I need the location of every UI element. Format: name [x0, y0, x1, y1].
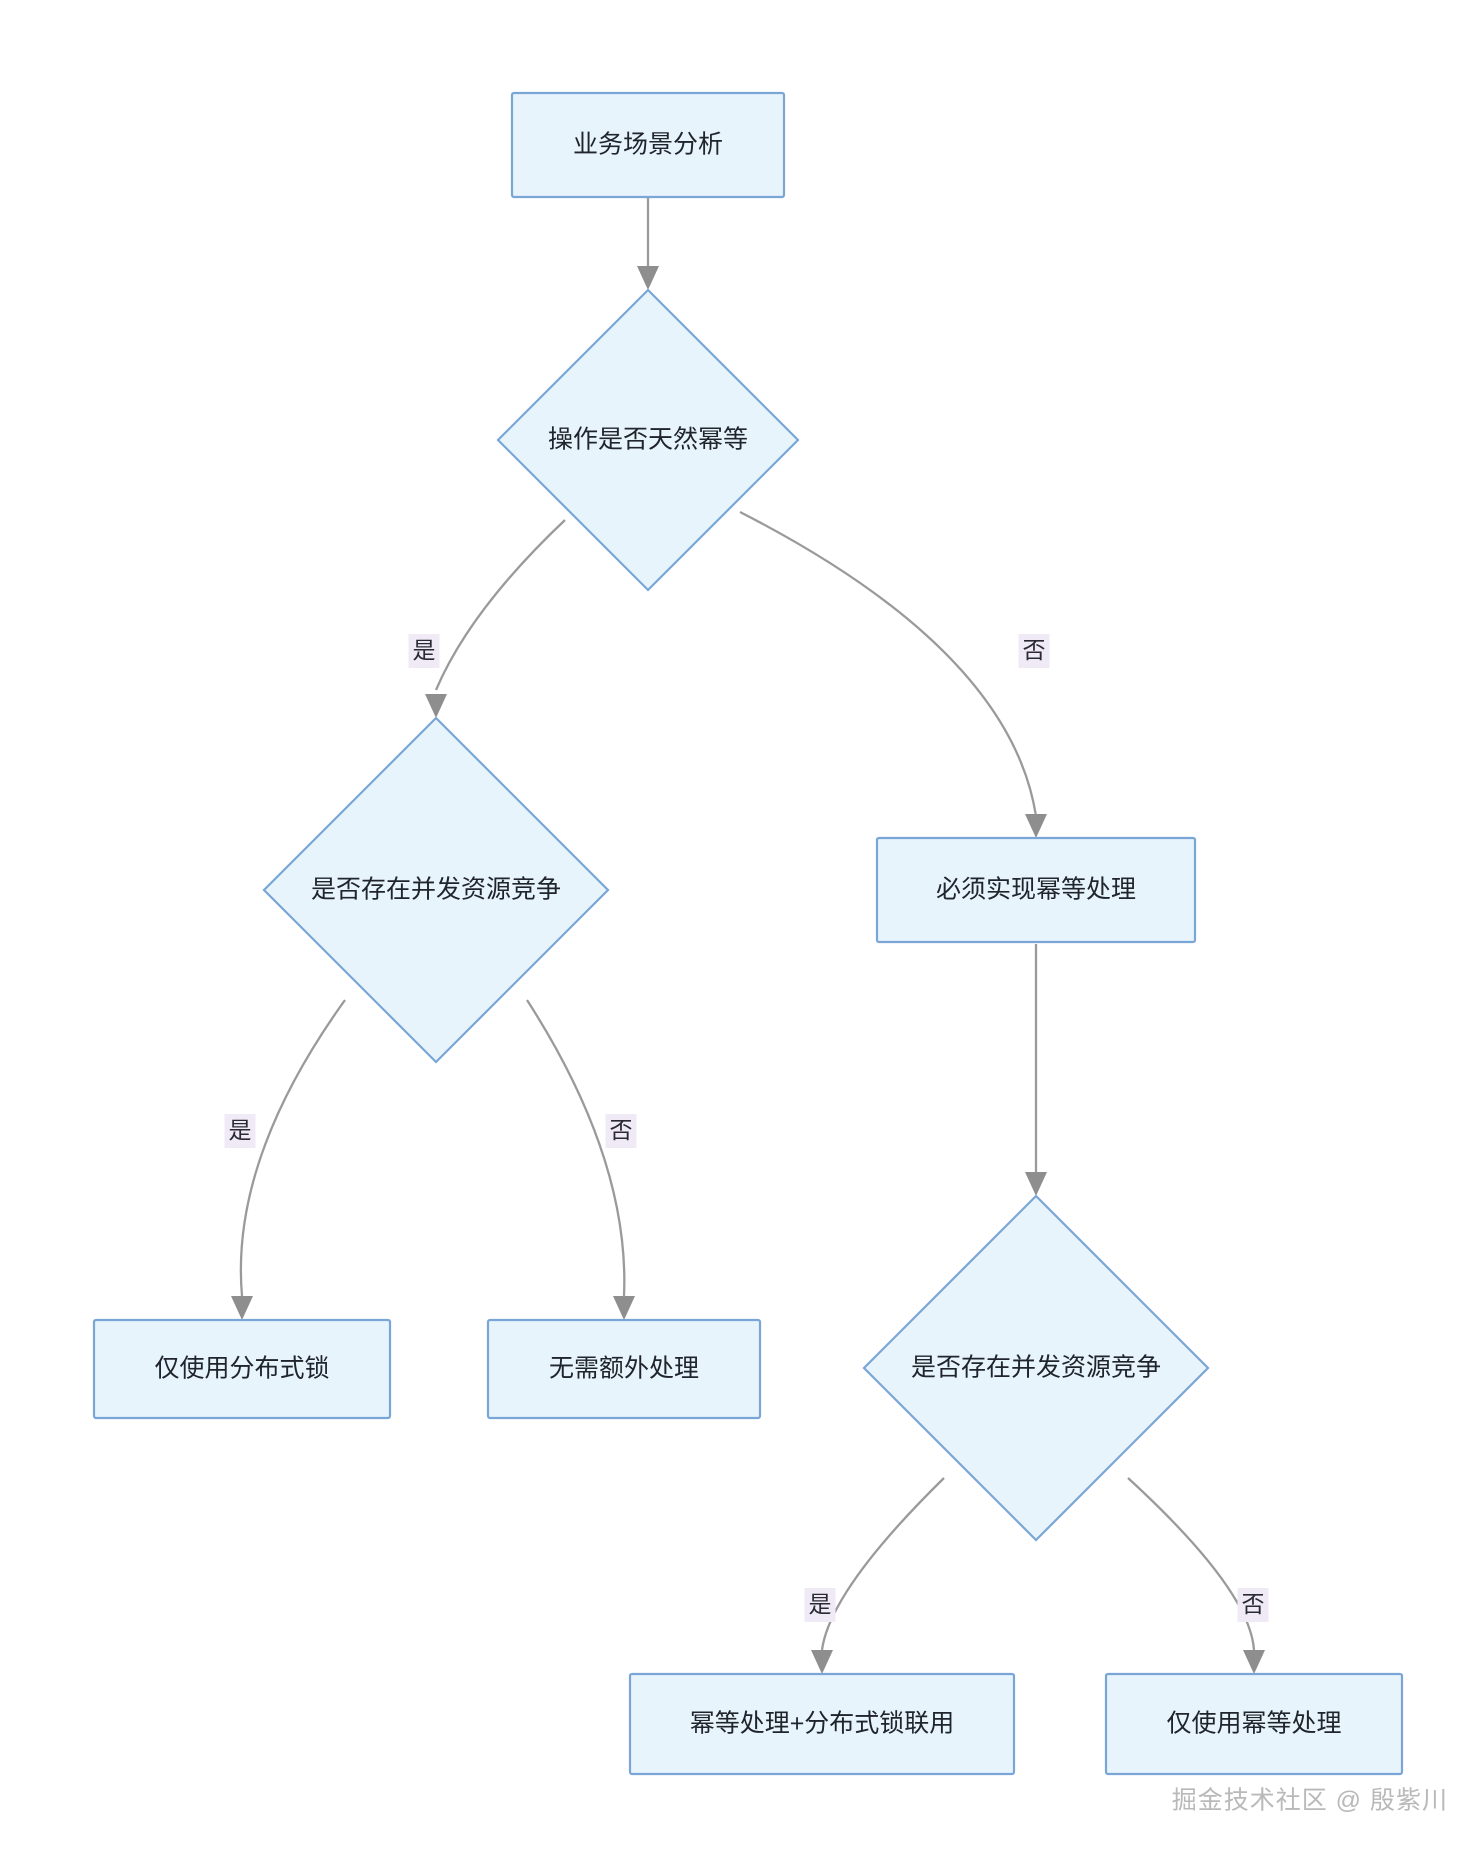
edge-label-background [804, 1588, 836, 1622]
node-label: 操作是否天然幂等 [548, 426, 748, 454]
arrowhead-icon [811, 1650, 833, 1674]
edge-label-text: 是 [229, 1117, 252, 1143]
node-n2-diamond[interactable]: 操作是否天然幂等 [496, 288, 800, 592]
node-n1-rect[interactable]: 业务场景分析 [510, 91, 786, 199]
edge-label-background [408, 634, 440, 668]
node-n8-rect[interactable]: 幂等处理+分布式锁联用 [628, 1672, 1016, 1776]
edge-label-text: 是 [809, 1591, 832, 1617]
edge-label-background [224, 1114, 256, 1148]
edge-n3-to-n6 [526, 999, 635, 1320]
node-diamond[interactable] [496, 288, 800, 592]
edge-label-text: 否 [1242, 1591, 1265, 1617]
node-label: 是否存在并发资源竞争 [911, 1354, 1161, 1382]
edge-label-text: 是 [413, 637, 436, 663]
node-box[interactable] [510, 91, 786, 199]
arrowhead-icon [637, 266, 659, 290]
arrowhead-icon [1025, 814, 1047, 838]
edge-label-background [1237, 1588, 1269, 1622]
arrowhead-icon [231, 1296, 253, 1320]
node-n9-rect[interactable]: 仅使用幂等处理 [1104, 1672, 1404, 1776]
node-n7-diamond[interactable]: 是否存在并发资源竞争 [862, 1194, 1210, 1542]
edge-label-text: 否 [610, 1117, 633, 1143]
node-label: 无需额外处理 [549, 1355, 699, 1383]
node-box[interactable] [875, 836, 1197, 944]
edges-layer [231, 197, 1265, 1674]
edge-label-background [605, 1114, 637, 1148]
node-label: 业务场景分析 [573, 131, 723, 159]
edge-n3-to-n5 [231, 999, 346, 1320]
node-diamond[interactable] [862, 1194, 1210, 1542]
edge-n2-to-n4 [739, 510, 1047, 838]
edge-label-e7: 是 [804, 1588, 836, 1622]
node-label: 幂等处理+分布式锁联用 [690, 1710, 955, 1738]
arrowhead-icon [425, 694, 447, 718]
edge-label-text: 否 [1023, 637, 1046, 663]
node-box[interactable] [92, 1318, 392, 1420]
node-box[interactable] [1104, 1672, 1404, 1776]
node-box[interactable] [486, 1318, 762, 1420]
node-n6-rect[interactable]: 无需额外处理 [486, 1318, 762, 1420]
node-n4-rect[interactable]: 必须实现幂等处理 [875, 836, 1197, 944]
edge-label-e5: 否 [605, 1114, 637, 1148]
node-n5-rect[interactable]: 仅使用分布式锁 [92, 1318, 392, 1420]
edge-label-e2: 是 [408, 634, 440, 668]
node-label: 仅使用幂等处理 [1166, 1710, 1341, 1738]
edge-label-e4: 是 [224, 1114, 256, 1148]
arrowhead-icon [1025, 1172, 1047, 1196]
node-label: 仅使用分布式锁 [154, 1355, 329, 1383]
edge-n1-to-n2 [637, 197, 659, 290]
edge-n4-to-n7 [1025, 944, 1047, 1196]
edge-n2-to-n3 [425, 519, 566, 718]
node-label: 必须实现幂等处理 [936, 876, 1136, 904]
edge-n7-to-n8 [811, 1477, 945, 1674]
edge-labels-layer: 是否是否是否 [224, 634, 1269, 1622]
edge-label-e8: 否 [1237, 1588, 1269, 1622]
nodes-layer: 业务场景分析操作是否天然幂等是否存在并发资源竞争必须实现幂等处理仅使用分布式锁无… [92, 91, 1404, 1776]
node-box[interactable] [628, 1672, 1016, 1776]
node-diamond[interactable] [262, 716, 610, 1064]
edge-label-background [1018, 634, 1050, 668]
node-label: 是否存在并发资源竞争 [311, 876, 561, 904]
edge-label-e3: 否 [1018, 634, 1050, 668]
arrowhead-icon [613, 1296, 635, 1320]
watermark-credit: 掘金技术社区 @ 殷紫川 [1172, 1787, 1448, 1815]
node-n3-diamond[interactable]: 是否存在并发资源竞争 [262, 716, 610, 1064]
edge-n7-to-n9 [1127, 1477, 1265, 1674]
arrowhead-icon [1243, 1650, 1265, 1674]
